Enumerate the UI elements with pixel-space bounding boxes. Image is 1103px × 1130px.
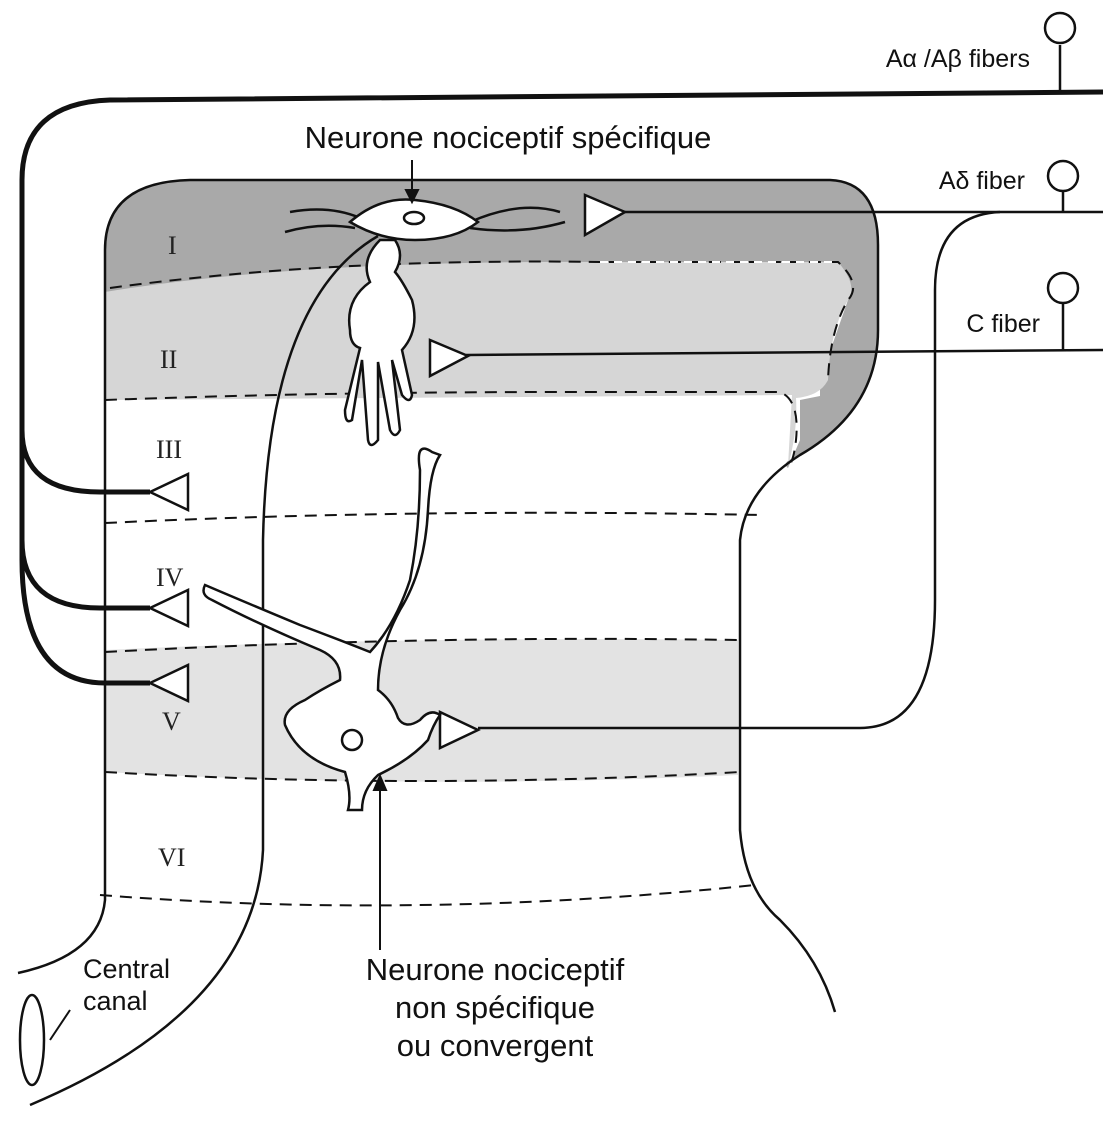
boundary-ii-iii bbox=[105, 392, 797, 468]
central-canal-label-line1: Central bbox=[83, 954, 170, 984]
nonspecific-neuron-label-line2: non spécifique bbox=[395, 990, 595, 1025]
terminal-iv-icon bbox=[150, 590, 188, 626]
lamina-ii-region bbox=[105, 262, 851, 466]
lamina-label-iii: III bbox=[156, 435, 182, 464]
nonspecific-neuron-label-line3: ou convergent bbox=[397, 1028, 594, 1063]
a-delta-label: Aδ fiber bbox=[939, 167, 1025, 195]
specific-neuron-label: Neurone nociceptif spécifique bbox=[305, 120, 712, 155]
lamina-label-vi: VI bbox=[158, 843, 185, 872]
c-fiber-cell-body-icon bbox=[1048, 273, 1078, 303]
lamina-label-i: I bbox=[168, 231, 177, 260]
nonspecific-neuron-label-line1: Neurone nociceptif bbox=[366, 952, 625, 987]
c-fiber-label: C fiber bbox=[966, 310, 1040, 338]
convergent-neuron-nucleus bbox=[342, 730, 362, 750]
a-alpha-beta-branch-iii bbox=[22, 430, 150, 492]
a-alpha-beta-cell-body-icon bbox=[1045, 13, 1075, 43]
a-alpha-beta-label: Aα /Aβ fibers bbox=[886, 45, 1030, 73]
lamina-label-iv: IV bbox=[156, 563, 184, 592]
central-canal-label-line2: canal bbox=[83, 986, 148, 1016]
a-delta-cell-body-icon bbox=[1048, 161, 1078, 191]
specific-neuron-nucleus bbox=[404, 212, 424, 224]
canal-callout-line bbox=[50, 1010, 70, 1040]
lamina-label-v: V bbox=[162, 707, 181, 736]
lamina-v-region bbox=[105, 639, 738, 782]
a-alpha-beta-branch-iv bbox=[22, 540, 150, 608]
boundary-iii-iv bbox=[105, 513, 760, 523]
lamina-label-ii: II bbox=[160, 345, 177, 374]
terminal-iii-icon bbox=[150, 474, 188, 510]
central-canal-icon bbox=[20, 995, 44, 1085]
boundary-vi-white bbox=[100, 885, 755, 905]
